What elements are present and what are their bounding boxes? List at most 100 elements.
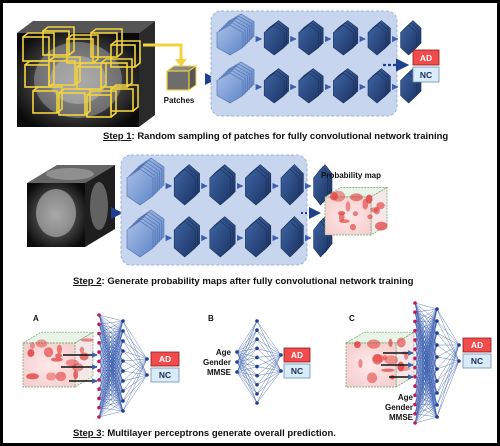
patch-box	[110, 84, 139, 112]
conv-layer	[333, 68, 359, 104]
mlp-node	[97, 415, 101, 419]
panel-a-mlp	[61, 313, 149, 419]
patch-box	[110, 40, 141, 68]
mlp-node	[413, 365, 417, 370]
conv-layer	[263, 20, 289, 56]
mlp-node	[255, 319, 259, 323]
panel-b-mlp	[235, 319, 283, 405]
panel-a-output-nc-label: NC	[159, 370, 171, 380]
mlp-node	[255, 355, 259, 360]
mlp-node	[255, 337, 259, 342]
conv-layer	[400, 20, 422, 56]
mlp-node	[145, 357, 149, 361]
mlp-node	[457, 343, 461, 347]
mlp-node	[255, 382, 259, 387]
mlp-node	[255, 364, 259, 369]
patch-box	[32, 86, 63, 114]
mlp-node	[121, 329, 125, 333]
mlp-node	[121, 369, 125, 373]
mlp-node	[235, 370, 239, 374]
mlp-node	[413, 411, 417, 416]
conv-layer	[280, 164, 304, 206]
conv-layer	[313, 164, 333, 206]
mlp-node	[97, 368, 101, 373]
patches-label: Patches	[164, 96, 195, 105]
patch-arrow	[143, 43, 183, 61]
conv-layer	[298, 20, 324, 56]
mlp-node	[255, 392, 259, 396]
mlp-node	[413, 347, 417, 351]
panel-a-label: A	[33, 314, 39, 323]
mlp-node	[255, 373, 259, 378]
conv-layer	[216, 61, 255, 104]
mlp-node	[413, 356, 417, 361]
step1-caption: Step 1: Random sampling of patches for f…	[103, 131, 448, 142]
mlp-node	[435, 403, 439, 407]
mlp-node	[413, 328, 417, 333]
mlp-node	[457, 359, 461, 363]
conv-layer	[245, 216, 272, 258]
probability-map-label: Probability map	[321, 171, 381, 180]
conv-layer	[216, 13, 255, 56]
mlp-node	[435, 331, 439, 335]
mlp-node	[435, 391, 439, 395]
mlp-node	[145, 373, 149, 377]
mlp-node	[435, 343, 439, 347]
panel-c-output-ad-box	[462, 337, 492, 353]
panel-c-input-mmse: MMSE	[389, 413, 414, 422]
mlp-node	[97, 322, 101, 327]
mlp-node	[97, 341, 101, 345]
panel-b-output-nc-label: NC	[291, 366, 303, 376]
mlp-node	[279, 353, 283, 357]
mlp-node	[255, 346, 259, 351]
mlp-node	[121, 339, 125, 343]
patch-box	[48, 56, 81, 86]
conv-layer	[280, 216, 304, 258]
panel-b-output-ad-label: AD	[291, 350, 303, 360]
step1-output-ad-label: AD	[420, 53, 432, 63]
mlp-node	[121, 349, 125, 353]
panel-c-input-gender: Gender	[385, 403, 413, 412]
mlp-node	[121, 409, 125, 413]
mlp-node	[121, 399, 125, 403]
mlp-node	[413, 375, 417, 379]
step3-caption-text: : Multilayer perceptrons generate overal…	[102, 428, 336, 439]
panel-c-output-nc-label: NC	[471, 356, 483, 366]
conv-layer	[245, 164, 272, 206]
mlp-node	[235, 360, 239, 364]
mlp-node	[121, 319, 125, 323]
mlp-node	[235, 350, 239, 354]
conv-layer	[126, 157, 165, 206]
panel-a-output-ad-box	[150, 351, 180, 367]
step3-caption-prefix: Step 3	[73, 428, 102, 439]
mlp-node	[97, 331, 101, 336]
mlp-node	[121, 359, 125, 363]
panel-b-input-gender: Gender	[203, 358, 231, 367]
conv-layer	[126, 209, 165, 258]
conv-layer	[173, 164, 200, 206]
conv-layer	[367, 68, 391, 104]
step1-network-bottom-row	[216, 61, 422, 104]
mlp-node	[413, 393, 417, 398]
mlp-node	[279, 369, 283, 373]
mlp-node	[413, 319, 417, 324]
step1-caption-text: : Random sampling of patches for fully c…	[132, 131, 449, 142]
panel-b-input-mmse: MMSE	[207, 368, 232, 377]
panel-a-output-ad-label: AD	[159, 354, 171, 364]
mlp-node	[435, 319, 439, 323]
step2-caption: Step 2: Generate probability maps after …	[73, 276, 414, 287]
patch-cube	[165, 65, 198, 91]
panel-c-input-age: Age	[398, 393, 414, 402]
conv-layer	[367, 20, 391, 56]
step2-network-top-row	[126, 157, 333, 206]
conv-layer	[209, 164, 236, 206]
panel-a-output-nc-box	[150, 367, 180, 383]
pipeline-figure: Patches AD NC Step 1: Random sampling of…	[17, 10, 492, 439]
mlp-node	[435, 379, 439, 383]
mlp-node	[97, 378, 101, 382]
step2-network-bottom-row	[126, 209, 333, 258]
panel-c-output-nc-box	[462, 353, 492, 369]
patch-box	[42, 26, 75, 56]
mlp-node	[97, 359, 101, 364]
mlp-node	[97, 396, 101, 401]
